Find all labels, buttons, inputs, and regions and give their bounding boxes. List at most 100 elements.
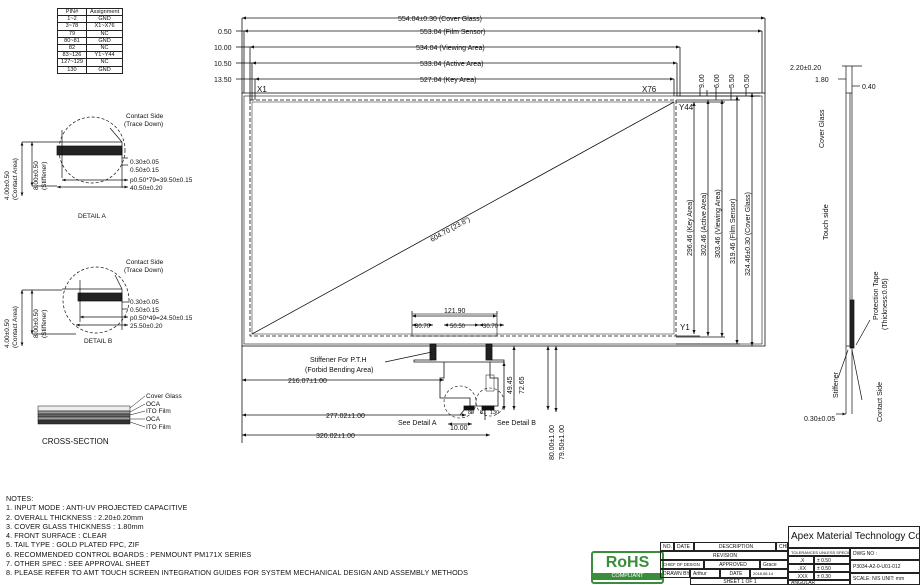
table-header-row: PIN# Assignment	[57, 7, 124, 17]
dim-v-050: 0.50	[744, 74, 751, 88]
tb-tolerances: TOLERANCES UNLESS SPECIFIED	[788, 548, 850, 556]
dim-fpc-c: 30.70	[483, 324, 499, 330]
rohs-logo: RoHS COMPLIANT	[591, 551, 664, 584]
dim-v-600: 6.00	[714, 74, 721, 88]
corner-y1: Y1	[680, 323, 690, 332]
dim-v-900: 9.00	[699, 74, 706, 88]
dim-fpc-b: 50.50	[450, 324, 466, 330]
dim-10: 10.00	[450, 425, 468, 432]
tb-tol-xxx: .XXX	[788, 572, 814, 580]
tb-tol-xx-val: ± 0.50	[814, 564, 850, 572]
dim-7265: 72.65	[519, 376, 526, 394]
side-cover-glass: Cover Glass	[819, 109, 826, 148]
dim-fpc-a: 30.70	[415, 324, 431, 330]
tb-grace: Grace	[760, 560, 788, 569]
detail-a-labels: Contact Side (Trace Down) 0.30±0.05 0.50…	[4, 113, 193, 220]
stiffener-right	[485, 343, 493, 361]
detail-a-circle	[443, 385, 477, 419]
dim-film-sensor: 553.04 (Film Sensor)	[420, 29, 485, 36]
detail-a-d3: p0.50*79=39.50±0.15	[130, 177, 193, 184]
tb-date: DATE	[674, 542, 694, 551]
layer-ito-film-2: ITO Film	[146, 424, 171, 431]
tb-angular: ANGULAR	[788, 580, 850, 585]
pin-80: 80	[468, 410, 474, 416]
table-header-assignment: Assignment	[85, 7, 124, 17]
active-area-outline	[249, 99, 677, 337]
tb-no: NO.	[660, 542, 674, 551]
table-cell: X1~X76	[85, 22, 124, 31]
tb-approved: APPROVED	[704, 560, 760, 569]
fpc-tail	[439, 362, 499, 407]
pin-81: 81	[480, 410, 486, 416]
detail-b-d1: 0.30±0.05	[130, 299, 159, 306]
side-040: 0.40	[862, 84, 876, 91]
side-view-labels: 2.20±0.20 1.80 0.40 Cover Glass Touch si…	[790, 65, 889, 423]
tb-sheet: SHEET 1 OF 1	[690, 578, 788, 585]
label-forbid-bending: (Forbid Bending Area)	[305, 367, 373, 374]
layer-oca-1: OCA	[146, 401, 161, 408]
tb-chief: CHIEF OF DESIGN	[660, 560, 704, 569]
dim-277: 277.02±1.00	[326, 413, 365, 420]
company-name: Apex Material Technology Corp.	[788, 526, 920, 548]
note-item: 8. PLEASE REFER TO AMT TOUCH SCREEN INTE…	[6, 568, 468, 578]
detail-b-v2: 8.00±0.50	[33, 309, 40, 338]
rohs-sub: COMPLIANT	[593, 573, 662, 580]
tb-date2: DATE	[720, 569, 750, 578]
dim-offset-1350: 13.50	[214, 77, 232, 84]
contact-pad-a	[463, 405, 475, 411]
detail-a-d4: 40.50±0.20	[130, 185, 163, 192]
film-sensor-outline	[243, 95, 763, 345]
table-cell: NC	[85, 44, 124, 53]
detail-a-d1: 0.30±0.05	[130, 159, 159, 166]
detail-a-v1b: (Contact Area)	[12, 158, 19, 200]
cross-section	[37, 395, 146, 428]
dim-h-active: 302.46 (Active Area)	[701, 193, 708, 256]
tb-arthur: Arthur	[690, 569, 720, 578]
dim-key-area: 527.04 (Key Area)	[420, 77, 476, 84]
corner-x1: X1	[257, 85, 267, 94]
main-view	[236, 16, 766, 443]
side-touch-side: Touch side	[821, 204, 830, 240]
tb-revision: REVISION	[660, 551, 788, 560]
table-cell: GND	[85, 36, 124, 46]
side-view	[836, 65, 871, 416]
detail-b-d2: 0.50±0.15	[130, 307, 159, 314]
cross-section-title: CROSS-SECTION	[42, 437, 109, 446]
rohs-main: RoHS	[605, 554, 650, 571]
diagonal-line	[251, 101, 675, 335]
tb-drawn-by: DRAWN BY	[660, 569, 690, 578]
detail-b-circle	[475, 387, 505, 417]
detail-a-d2: 0.50±0.15	[130, 167, 159, 174]
contact-pad-b	[481, 405, 495, 411]
detail-b-title: DETAIL B	[84, 338, 112, 345]
dim-diagonal: 604.70 (23.8")	[430, 216, 472, 244]
detail-a-v1: 4.00±0.50	[4, 171, 11, 200]
label-stiffener-pth: Stiffener For P.T.H	[310, 357, 367, 364]
layer-cover-glass: Cover Glass	[146, 393, 183, 400]
pin-130: 130	[490, 410, 499, 416]
stiffener-left	[429, 343, 437, 361]
dim-h-film: 319.46 (Film Sensor)	[730, 199, 737, 264]
dim-8000: 80.00±1.00	[549, 425, 556, 460]
dim-offset-050: 0.50	[218, 29, 232, 36]
detail-a	[20, 116, 128, 196]
cross-section-labels: Cover Glass OCA ITO Film OCA ITO Film CR…	[42, 393, 183, 446]
side-030: 0.30±0.05	[804, 416, 835, 423]
detail-b-contact-side: Contact Side	[126, 259, 164, 266]
detail-a-contact-side: Contact Side	[126, 113, 164, 120]
note-item: 5. TAIL TYPE : GOLD PLATED FPC, ZIF	[6, 540, 140, 550]
detail-b-v2b: (Stiffener)	[41, 310, 48, 338]
side-protection-tape: Protection Tape	[873, 271, 880, 320]
dim-viewing-area: 534.04 (Viewing Area)	[416, 45, 485, 52]
side-glass: 1.80	[815, 77, 829, 84]
detail-a-title: DETAIL A	[78, 213, 106, 220]
see-detail-b: See Detail B	[497, 420, 536, 427]
table-cell: NC	[85, 29, 124, 38]
